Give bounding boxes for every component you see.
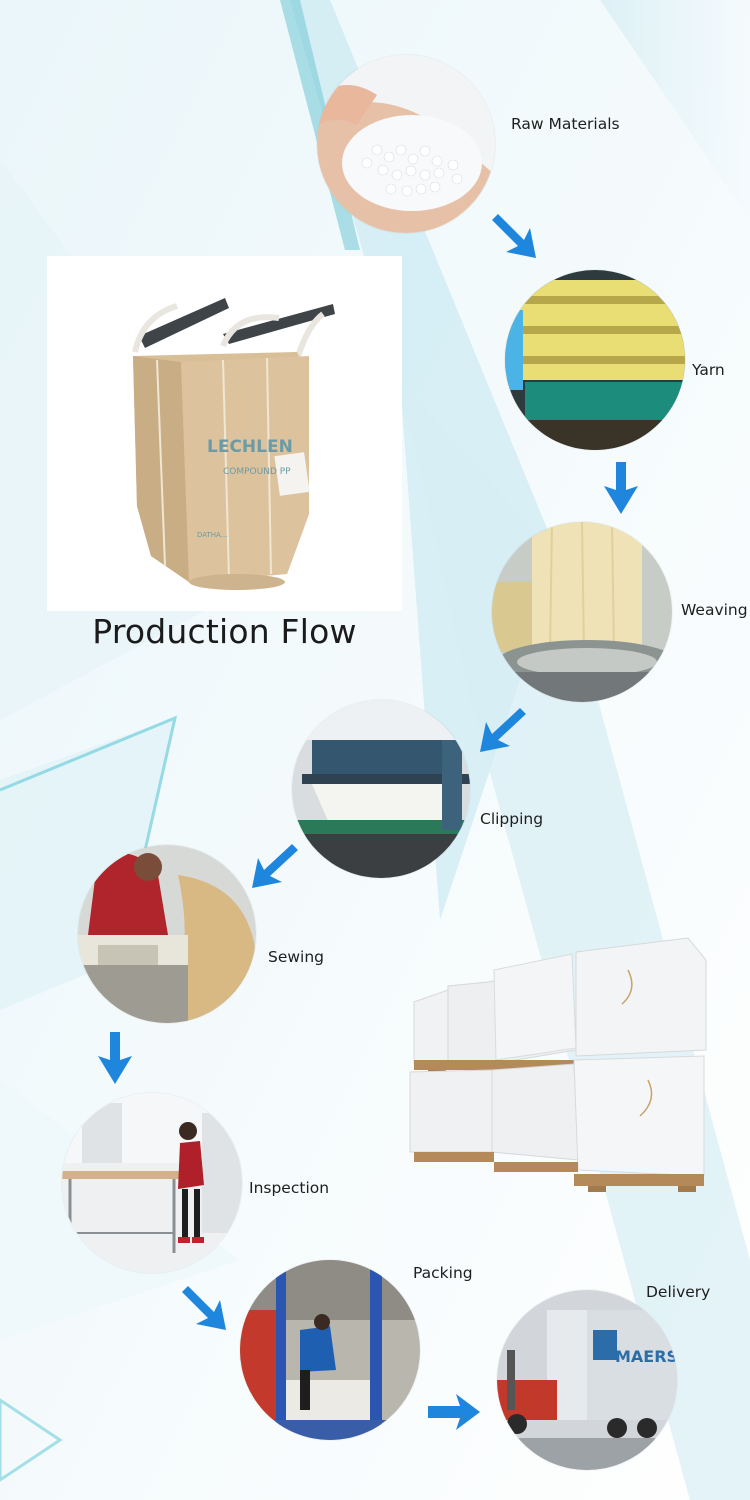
bag-print-brand: LECHLEN	[207, 437, 293, 457]
step-label-clipping: Clipping	[480, 810, 544, 828]
clipping-photo	[292, 700, 470, 878]
pallets-photo	[408, 930, 710, 1198]
container-brand: MAERSK	[615, 1347, 677, 1366]
bag-print-line: COMPOUND PP	[223, 467, 291, 477]
step-label-packing: Packing	[413, 1264, 473, 1282]
step-label-raw-materials: Raw Materials	[511, 115, 620, 133]
delivery-photo: MAERSK	[497, 1290, 677, 1470]
flow-arrow-icon	[86, 1030, 144, 1088]
bulk-bag-illustration: LECHLEN COMPOUND PP DATHA...	[47, 256, 402, 611]
yarn-photo	[505, 270, 685, 450]
step-label-sewing: Sewing	[268, 948, 325, 966]
sewing-photo	[78, 845, 256, 1023]
flow-arrow-icon	[248, 842, 306, 900]
inspection-photo	[62, 1093, 242, 1273]
page-title: Production Flow	[92, 612, 357, 651]
flow-arrow-icon	[490, 206, 548, 264]
flow-arrow-icon	[476, 706, 534, 764]
step-label-inspection: Inspection	[249, 1179, 330, 1197]
flow-arrow-icon	[592, 460, 650, 518]
bag-print-company: DATHA...	[197, 531, 227, 539]
weaving-photo	[492, 522, 672, 702]
step-label-weaving: Weaving	[681, 601, 748, 619]
product-photo: LECHLEN COMPOUND PP DATHA...	[47, 256, 402, 611]
step-label-delivery: Delivery	[646, 1283, 711, 1301]
raw-materials-photo	[317, 55, 495, 233]
packing-photo	[240, 1260, 420, 1440]
flow-arrow-icon	[424, 1384, 482, 1442]
step-label-yarn: Yarn	[692, 361, 725, 379]
flow-arrow-icon	[180, 1278, 238, 1336]
